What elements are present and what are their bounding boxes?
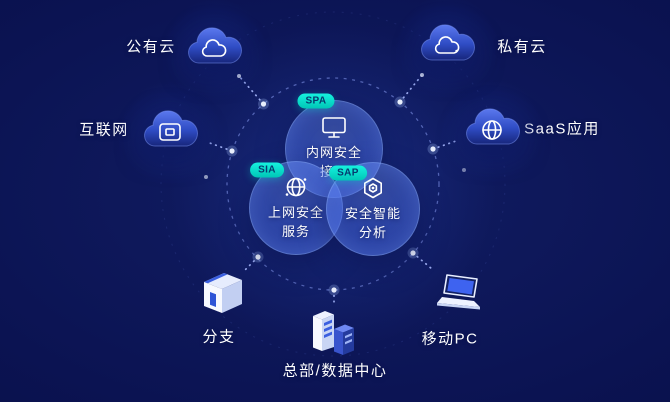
headquarters-label: 总部/数据中心 xyxy=(282,362,388,380)
internet-label: 互联网 xyxy=(79,121,129,139)
saas-cloud-icon xyxy=(466,108,520,145)
branch-label: 分支 xyxy=(202,328,236,346)
public-cloud-label: 公有云 xyxy=(126,38,176,56)
service-label-intelligence-analysis: 安全智能分析 xyxy=(344,205,401,240)
monitor-icon xyxy=(322,117,346,138)
globe-network-icon xyxy=(285,177,307,196)
service-label-internet-service: 上网安全服务 xyxy=(267,204,324,239)
branch-building-icon xyxy=(204,273,242,313)
sap-badge: SAP xyxy=(329,165,367,181)
private-cloud-label: 私有云 xyxy=(497,38,547,56)
mobile-pc-label: 移动PC xyxy=(421,330,479,348)
hexagon-analysis-icon xyxy=(364,177,382,198)
internet-cloud-icon xyxy=(144,110,198,147)
sia-badge: SIA xyxy=(250,162,284,178)
laptop-icon xyxy=(437,274,480,310)
private-cloud-icon xyxy=(421,24,475,61)
hub-dashed-ring xyxy=(226,77,440,291)
spa-badge: SPA xyxy=(297,93,335,109)
public-cloud-icon xyxy=(188,27,242,64)
datacenter-buildings-icon xyxy=(313,311,354,355)
